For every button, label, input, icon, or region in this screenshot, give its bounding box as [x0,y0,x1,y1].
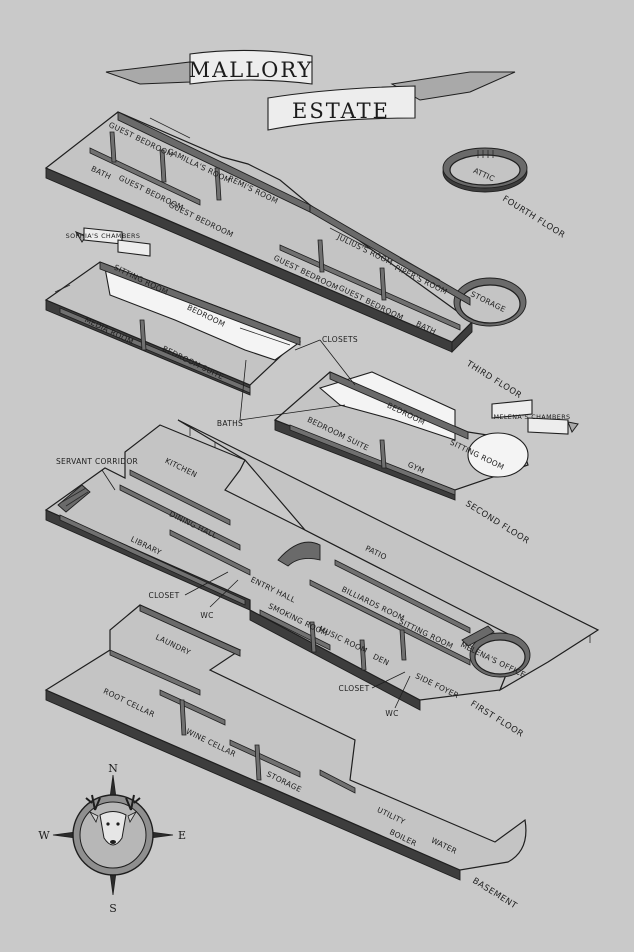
melenas-office-round [474,639,526,675]
entry-stair [277,541,321,567]
compass-rose: N S E W [38,762,186,915]
banner-ribbon-bottom [267,85,416,131]
callout-servant-corridor: SERVANT CORRIDOR [56,457,138,466]
sophias-ribbon-label: SOPHIA'S CHAMBERS [66,232,141,240]
attic-floor [449,154,521,186]
servant-stair [57,484,91,513]
melenas-sitting-round [467,432,529,478]
floor-label-fourth: FOURTH FLOOR [500,194,566,241]
sophias-chambers-ribbon: SOPHIA'S CHAMBERS [66,227,151,257]
second-floor: SOPHIA'S CHAMBERS MELENA'S CHAMBERS SITT… [44,227,579,547]
melenas-chambers-ribbon: MELENA'S CHAMBERS [491,399,579,435]
melenas-ribbon-label: MELENA'S CHAMBERS [493,413,570,421]
callout-wc-left: WC [200,611,213,620]
callout-baths: BATHS [217,419,243,428]
banner-tail-left [105,61,191,85]
basement: LAUNDRY ROOT CELLAR WINE CELLAR STORAGE … [44,604,527,912]
floor-label-third: THIRD FLOOR [464,359,524,402]
compass-north: N [108,762,118,775]
stag-head-icon [85,794,141,846]
title-line-1: MALLORY [189,58,314,82]
callout-closets: CLOSETS [322,335,358,344]
floor-label-second: SECOND FLOOR [463,499,531,546]
third-storage-floor [459,284,521,324]
title-banner: MALLORY ESTATE [105,49,516,131]
compass-south: S [109,902,117,915]
banner-ribbon-top [189,49,313,85]
callout-closet-left: CLOSET [149,591,180,600]
office-stair [461,625,495,647]
floor-label-basement: BASEMENT [470,876,519,911]
fourth-floor: ATTIC FOURTH FLOOR [442,147,567,241]
callout-closet-right: CLOSET [339,684,370,693]
compass-west: W [38,829,50,842]
title-line-2: ESTATE [292,99,390,123]
callout-wc-right: WC [385,709,398,718]
floor-label-first: FIRST FLOOR [468,699,525,740]
compass-east: E [178,829,186,842]
